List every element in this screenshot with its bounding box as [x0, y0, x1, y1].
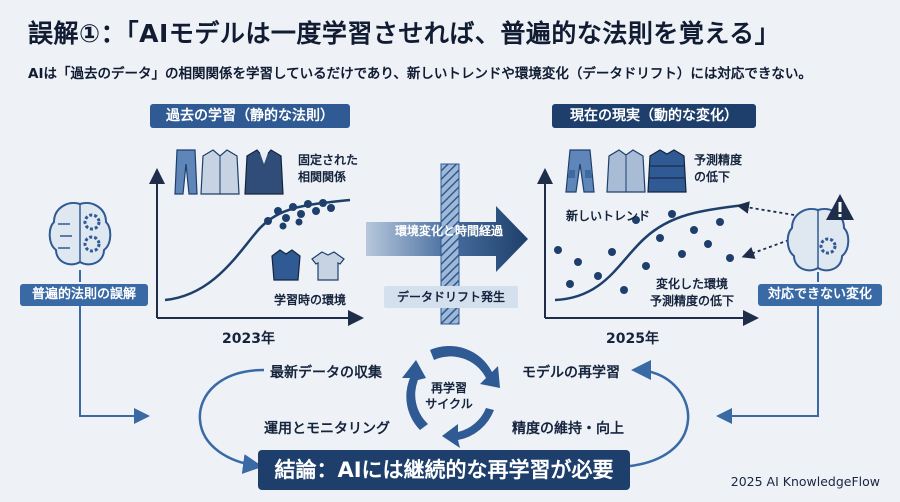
changed-env-label: 変化した環境 予測精度の低下: [650, 277, 735, 308]
retrain-model-label: モデルの再学習: [522, 365, 620, 381]
page-subtitle: AIは「過去のデータ」の相関関係を学習しているだけであり、新しいトレンドや環境変…: [28, 66, 812, 82]
accuracy-drop-label: 予測精度 の低下: [694, 153, 743, 184]
training-env-label: 学習時の環境: [274, 293, 347, 307]
left-trend-curve: [164, 198, 351, 302]
suit-jacket-icon: [244, 149, 284, 195]
cargo-pants-icon: [565, 149, 595, 193]
right-dotted-arrows: [736, 201, 801, 259]
right-panel-heading: 現在の現実（動的な変化）: [552, 104, 756, 128]
brain-gears-icon: [48, 202, 112, 266]
cannot-adapt-label: 対応できない変化: [758, 284, 882, 306]
tshirt-icon: [311, 251, 345, 281]
left-connector: [79, 270, 150, 424]
outer-loop-arrows: [198, 360, 690, 474]
right-connector: [716, 272, 819, 424]
shirt-icon: [271, 249, 301, 281]
operate-monitor-label: 運用とモニタリング: [264, 421, 390, 437]
left-data-points: [264, 199, 335, 230]
denim-jacket-icon: [606, 149, 646, 193]
right-trend-curve: [554, 203, 746, 302]
fixed-correlation-label: 固定された 相関関係: [298, 153, 359, 184]
warning-icon: [826, 194, 854, 220]
credit-text: 2025 AI KnowledgeFlow: [730, 474, 880, 489]
left-chart-axes: [149, 168, 364, 326]
retrain-cycle-icon: [402, 345, 500, 448]
data-drift-label: データドリフト発生: [384, 286, 518, 308]
time-change-label: 環境変化と時間経過: [394, 224, 503, 238]
left-panel-heading: 過去の学習（静的な法則）: [150, 104, 350, 128]
data-drift-barrier: [440, 163, 460, 325]
left-year-label: 2023年: [222, 331, 275, 347]
right-year-label: 2025年: [606, 331, 659, 347]
brain-warning-icon: [786, 208, 850, 272]
maintain-accuracy-label: 精度の維持・向上: [512, 421, 624, 437]
jeans-icon: [174, 149, 198, 195]
new-trend-label: 新しいトレンド: [566, 209, 651, 223]
right-data-points: [554, 210, 734, 294]
cycle-center-label: 再学習 サイクル: [425, 381, 473, 411]
right-chart-axes: [537, 168, 759, 326]
puffer-jacket-icon: [647, 149, 687, 193]
misconception-label: 普遍的法則の誤解: [20, 284, 148, 306]
blazer-icon: [200, 149, 240, 195]
conclusion-banner: 結論：AIには継続的な再学習が必要: [258, 450, 630, 490]
page-title: 誤解①：「AIモデルは一度学習させれば、普遍的な法則を覚える」: [28, 19, 781, 48]
collect-data-label: 最新データの収集: [270, 365, 382, 381]
